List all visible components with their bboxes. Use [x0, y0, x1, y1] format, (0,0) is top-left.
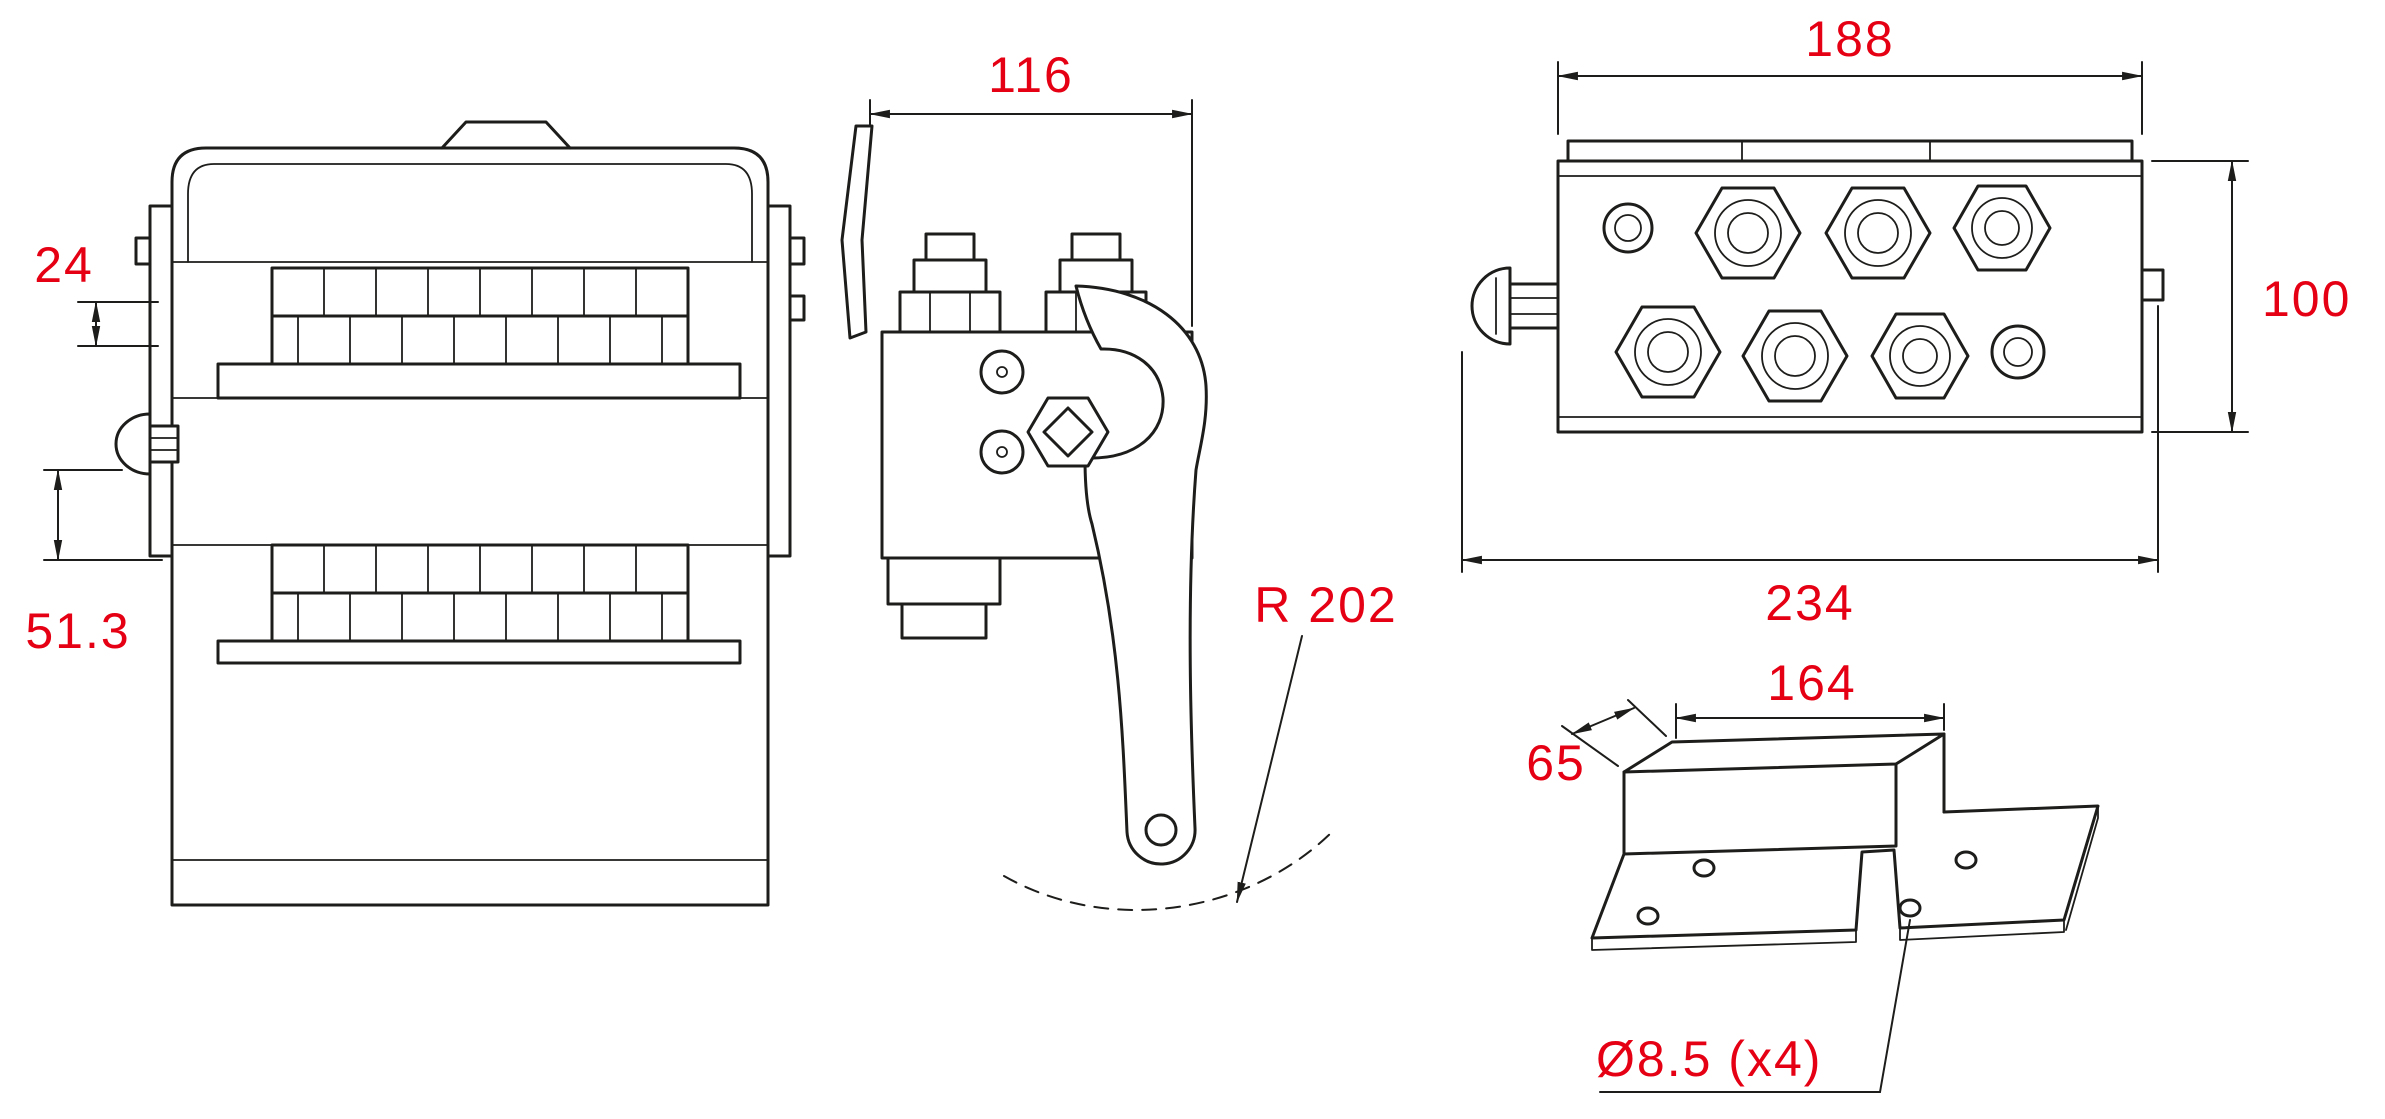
dim-label-100: 100: [2262, 271, 2351, 327]
dim-label-164: 164: [1767, 655, 1856, 711]
side-bracket-plate: [840, 124, 874, 340]
side-swing-arc: [1003, 829, 1335, 911]
dim-label-24: 24: [34, 237, 94, 293]
dim-label-116: 116: [988, 47, 1074, 103]
front-dimensions: 24 51.3: [25, 237, 163, 659]
top-dimensions: 188 100 234: [1460, 11, 2351, 631]
front-mid-band: [216, 362, 742, 400]
top-body: [1556, 139, 2165, 434]
side-grab-bolt: [1026, 396, 1110, 468]
dim-label-65: 65: [1526, 735, 1586, 791]
front-bottom-nuts: [216, 543, 742, 665]
bracket-body: [1590, 732, 2100, 951]
side-view: 116 R 202: [840, 47, 1397, 911]
bracket-view: 164 65 Ø8.5 (x4): [1526, 655, 2100, 1093]
top-ports: [1602, 184, 2052, 403]
front-side-plates: [134, 204, 806, 558]
bracket-holes: [1636, 850, 1978, 926]
front-view: 24 51.3: [25, 120, 806, 907]
dim-label-188: 188: [1805, 11, 1894, 67]
side-hook-lever: [1074, 284, 1208, 866]
side-pivot-holes: [979, 349, 1025, 475]
dim-label-51-3: 51.3: [25, 603, 130, 659]
top-view: 188 100 234: [1460, 11, 2351, 631]
side-dimensions: 116 R 202: [868, 47, 1397, 904]
dim-label-234: 234: [1765, 575, 1854, 631]
dim-label-holes: Ø8.5 (x4): [1596, 1031, 1822, 1087]
top-side-screw: [1470, 266, 1560, 346]
front-body-outline: [170, 120, 770, 907]
dim-label-r202: R 202: [1254, 577, 1397, 633]
front-top-nuts: [270, 266, 690, 366]
front-side-screw: [114, 412, 180, 476]
bracket-dimensions: 164 65 Ø8.5 (x4): [1526, 655, 1946, 1093]
